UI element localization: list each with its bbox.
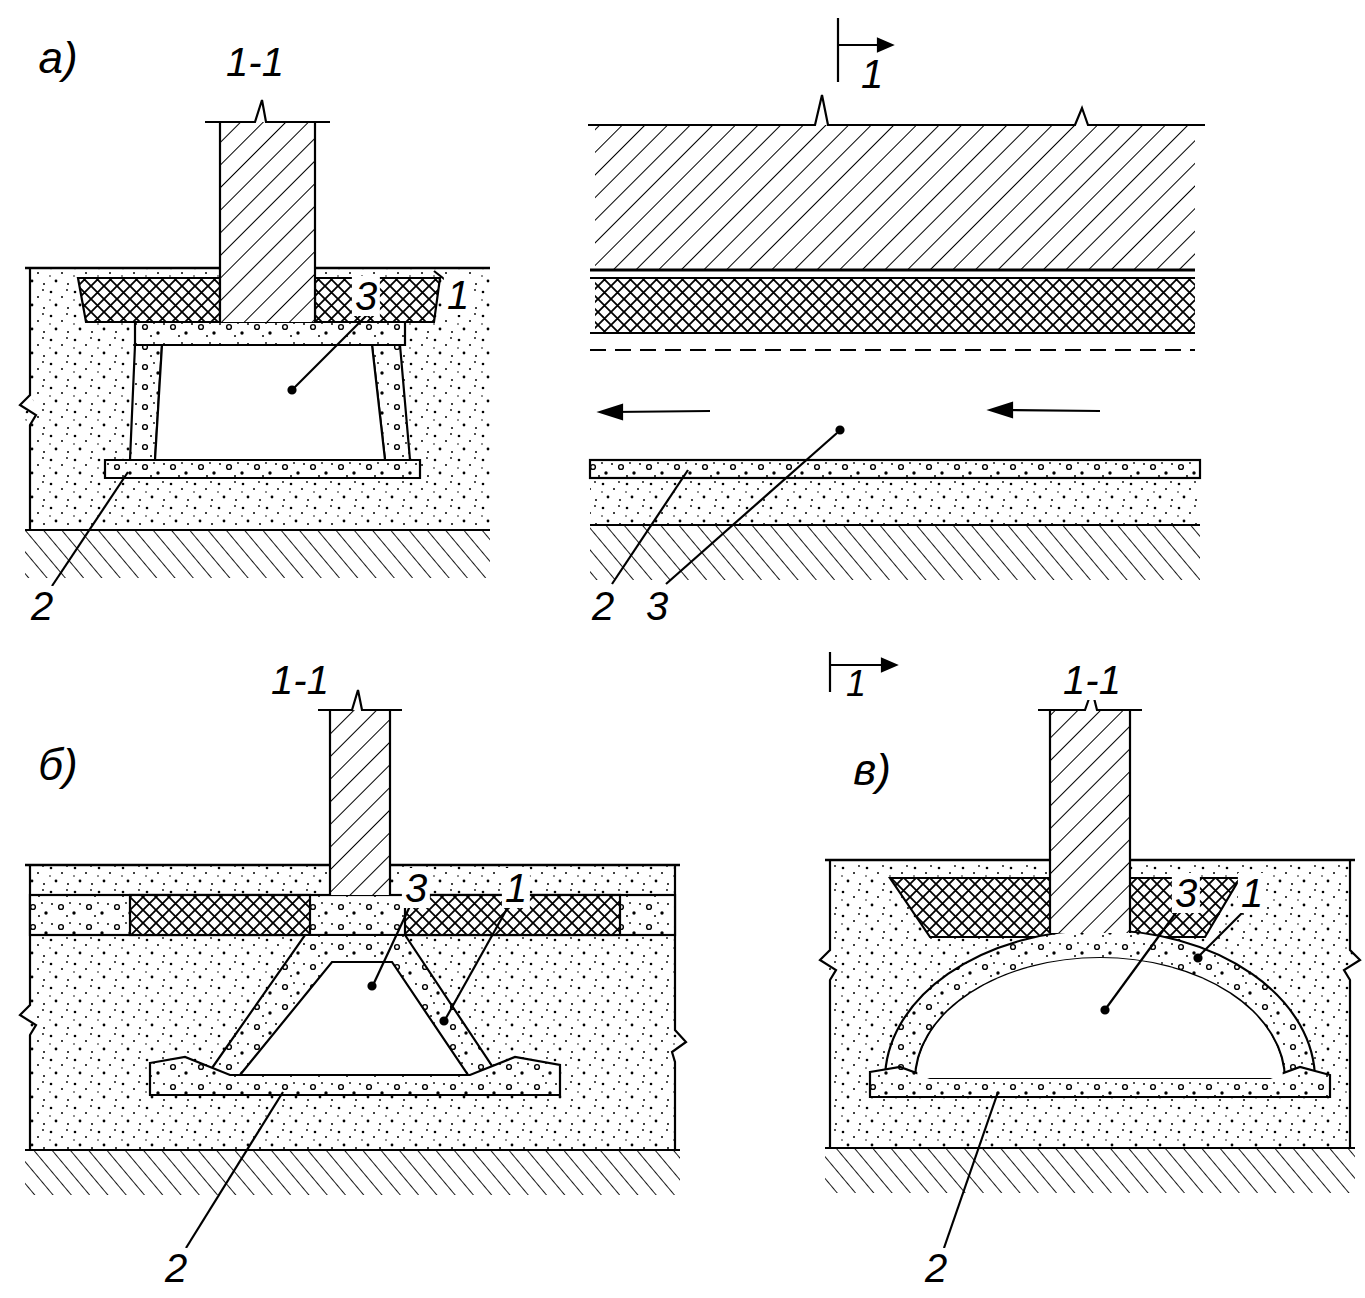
- panel-c-section: [1107, 910, 1178, 1007]
- panel-b-section: [240, 962, 468, 1075]
- panel-b-section: [25, 1150, 680, 1195]
- callout-number: 3: [352, 276, 380, 316]
- callout-number: 2: [28, 586, 56, 626]
- panel-b-section: [25, 1149, 680, 1151]
- panel-a-section: [294, 310, 372, 388]
- panel-b-section: [130, 895, 310, 935]
- panel-c-section: [820, 690, 1360, 1248]
- panel-b-section: [446, 907, 508, 1018]
- panel-a-long-view: [990, 403, 1012, 417]
- panel-c-section: [1344, 860, 1360, 1148]
- panel-b-section: [374, 906, 410, 983]
- panel-a-long-view: [837, 427, 844, 434]
- panel-a-long-view: [588, 95, 1205, 125]
- panel-a-section: [52, 472, 128, 586]
- panel-a-long-view: [595, 278, 1195, 333]
- panel-c-section: [1050, 710, 1130, 933]
- panel-a-section: [220, 122, 315, 322]
- section-mark: 1-1: [1060, 660, 1124, 700]
- callout-number: 3: [402, 868, 430, 908]
- section-mark: 1-1: [268, 660, 332, 700]
- section-mark: 1: [843, 666, 869, 702]
- panel-c-section: [885, 930, 1315, 1080]
- panel-a-long-view: [590, 524, 1200, 526]
- panel-c-section: [825, 1147, 1355, 1149]
- callout-number: 3: [643, 586, 671, 626]
- panel-a-section: [78, 278, 220, 322]
- panel-a-long-view: [1002, 410, 1100, 411]
- panel-a-long-view: [878, 39, 892, 51]
- panel-a-long-view: [600, 405, 622, 419]
- panel-a-section: [155, 345, 385, 460]
- callout-number: 1: [1238, 873, 1266, 913]
- panel-c-section: [1102, 1007, 1109, 1014]
- panel-c-section: [1050, 710, 1130, 933]
- callout-number: 1: [444, 275, 472, 315]
- panel-c-section: [820, 860, 836, 1148]
- panel-a-section: [135, 322, 405, 345]
- panel-letter: а): [35, 36, 80, 80]
- panel-b-section: [330, 710, 390, 895]
- panel-b-section: [186, 1092, 283, 1248]
- callout-number: 2: [589, 586, 617, 626]
- callout-number: 1: [502, 868, 530, 908]
- panel-a-long-view: [612, 470, 688, 584]
- panel-a-long-view: [590, 278, 1195, 333]
- panel-c-section: [944, 1092, 998, 1248]
- panel-a-section: [25, 529, 490, 531]
- panel-c-section: [917, 958, 1283, 1078]
- panel-a-long-view: [588, 18, 1205, 584]
- panel-letter: в): [850, 748, 894, 792]
- panel-b-section: [205, 935, 500, 1078]
- panel-a-section: [205, 100, 330, 122]
- panel-a-long-view: [590, 460, 1200, 478]
- panel-c-section: [825, 1148, 1355, 1193]
- panel-a-long-view: [595, 125, 1195, 270]
- section-mark: 1: [858, 54, 886, 94]
- panel-a-long-view: [612, 411, 710, 412]
- panel-b-section: [30, 895, 675, 935]
- panel-b-section: [330, 710, 390, 895]
- panel-a-section: [105, 460, 420, 478]
- panel-b-section: [20, 652, 896, 1248]
- panel-a-section: [289, 387, 296, 394]
- callout-number: 2: [922, 1248, 950, 1288]
- panel-a-section: [25, 530, 490, 578]
- panel-b-section: [20, 865, 686, 1150]
- panel-b-section: [441, 1018, 448, 1025]
- section-mark: 1-1: [223, 42, 287, 82]
- panel-a-section: [20, 268, 36, 530]
- panel-b-section: [369, 983, 376, 990]
- panel-a-long-view: [590, 478, 1200, 525]
- callout-number: 2: [162, 1248, 190, 1288]
- panel-a-long-view: [590, 349, 1195, 351]
- panel-a-section: [220, 122, 315, 322]
- panel-c-section: [1195, 955, 1202, 962]
- panel-b-section: [882, 659, 896, 671]
- panel-a-long-view: [590, 269, 1195, 272]
- panel-letter: б): [35, 743, 80, 787]
- panel-a-section: [20, 100, 490, 586]
- panel-c-section: [1200, 912, 1243, 955]
- callout-number: 3: [1172, 873, 1200, 913]
- panel-a-long-view: [666, 433, 837, 584]
